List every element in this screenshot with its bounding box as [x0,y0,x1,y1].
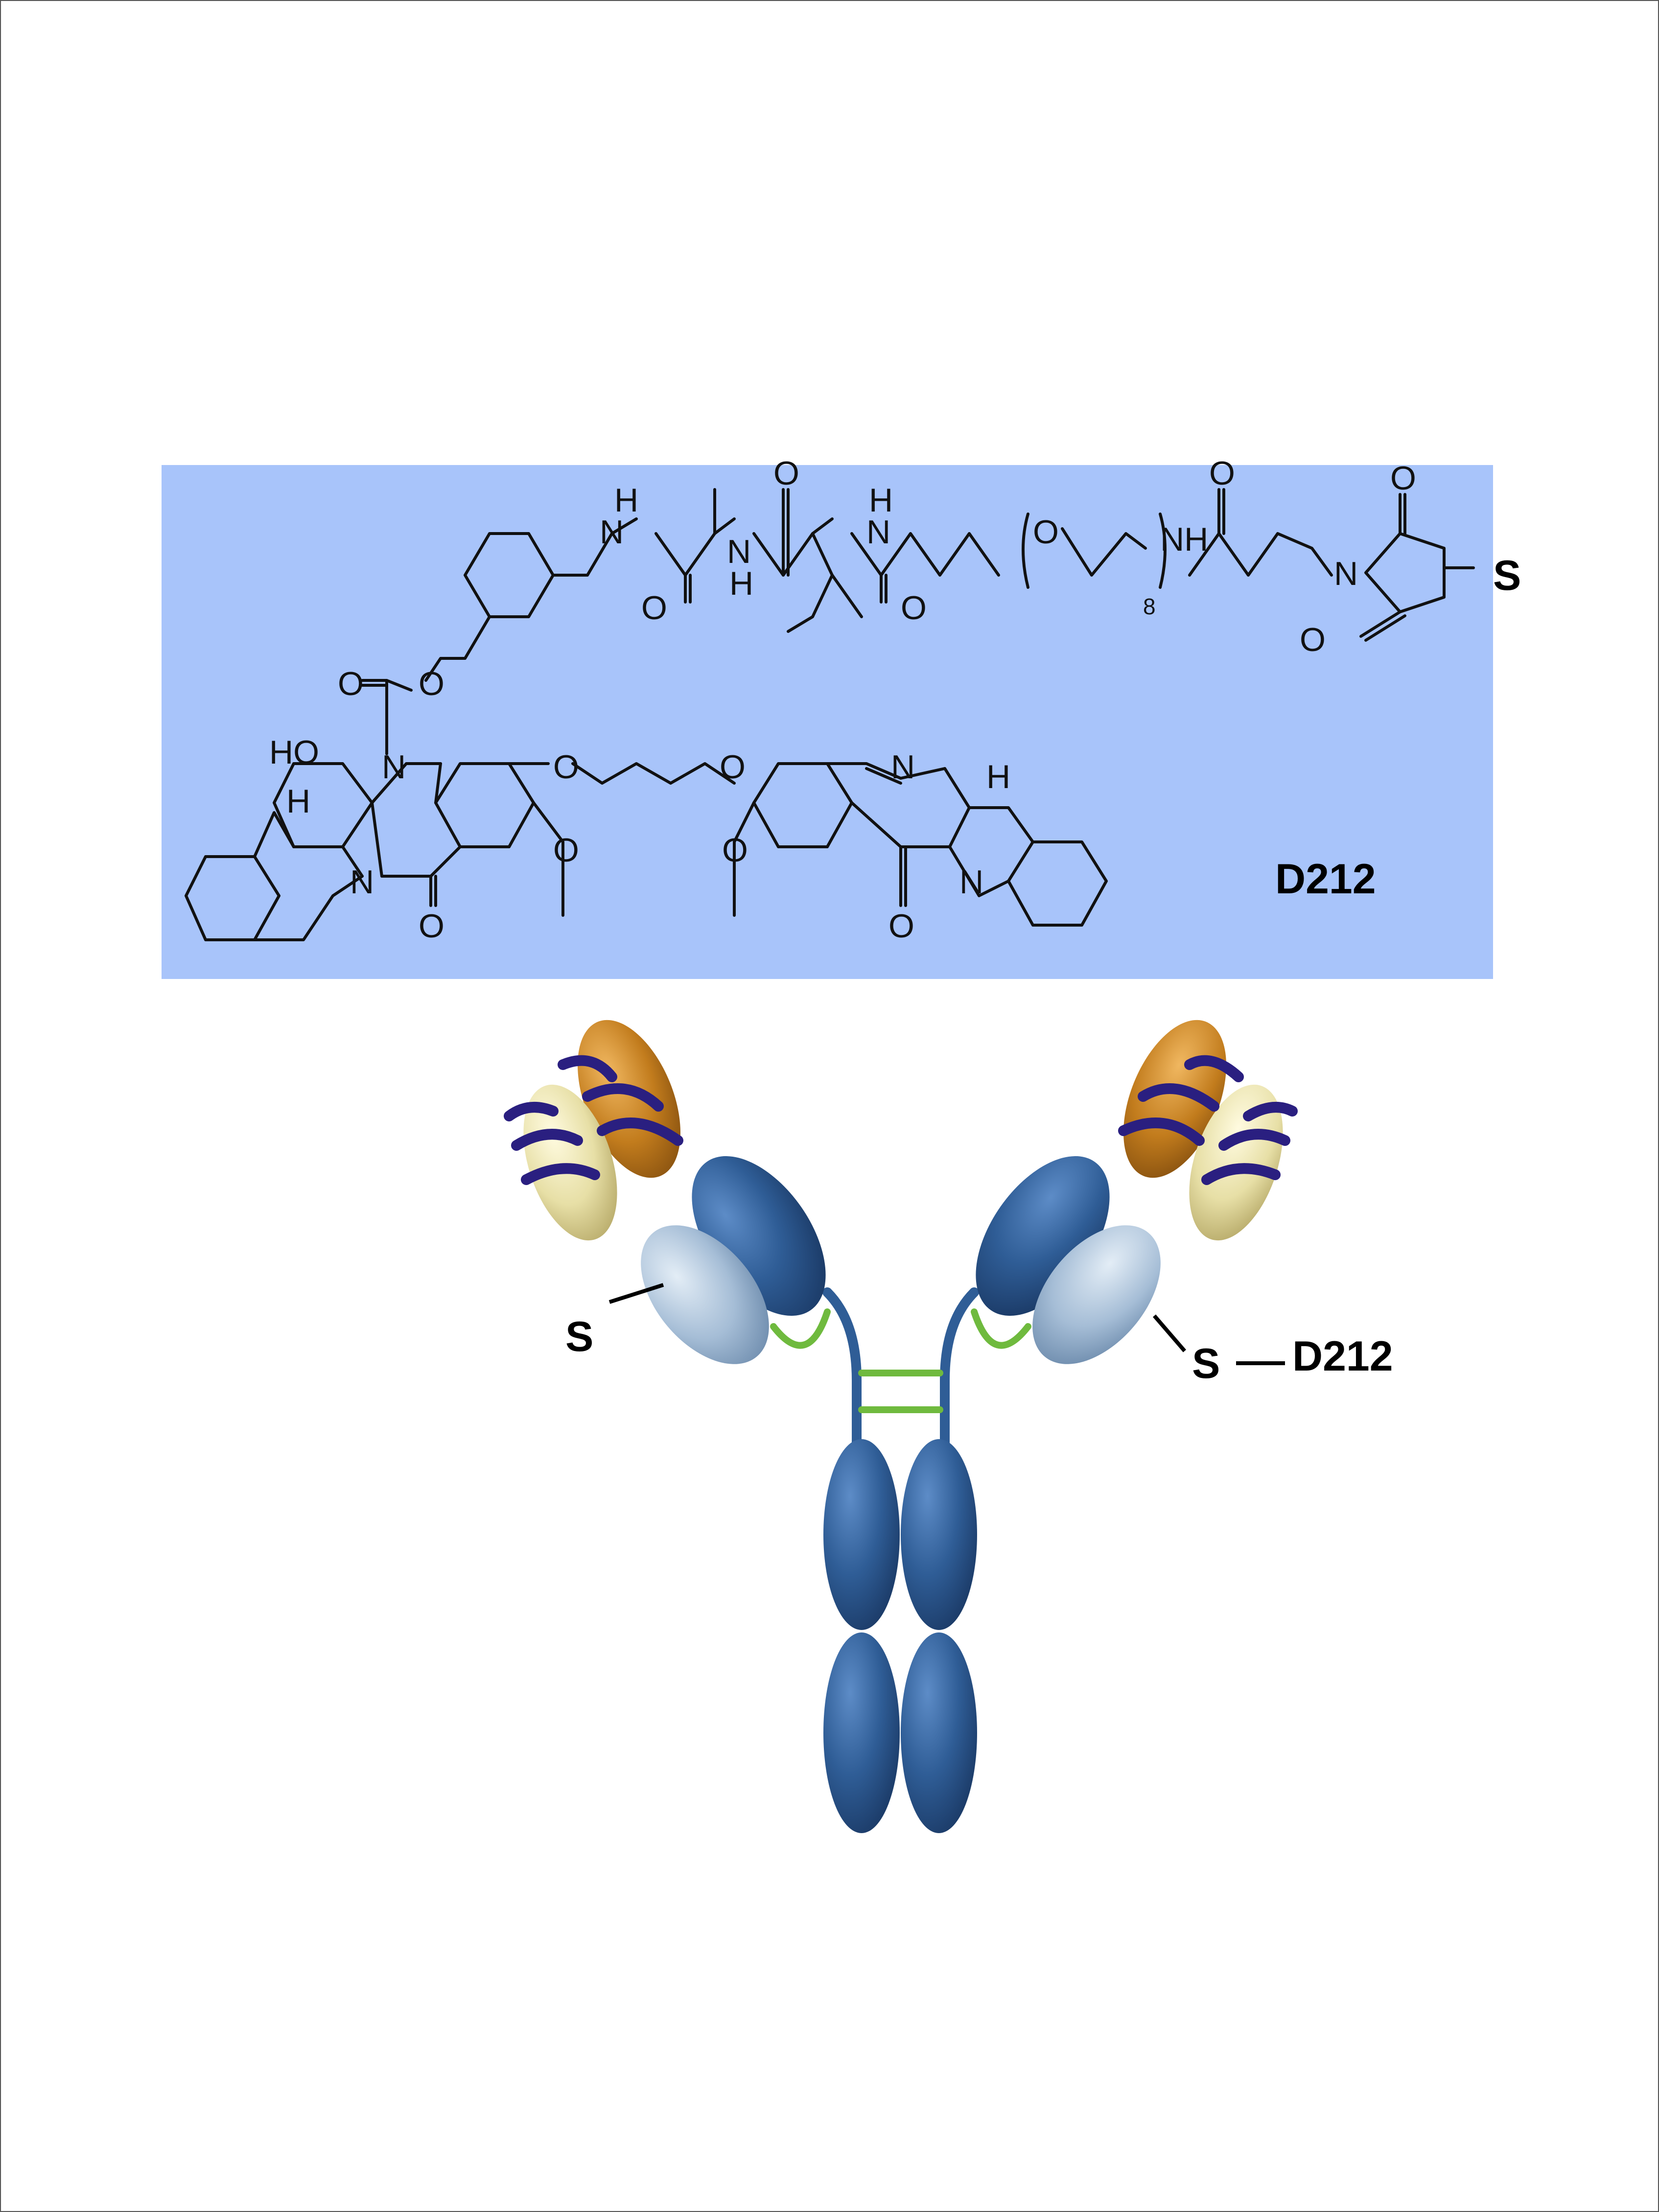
ch2-domain-right [901,1439,977,1630]
cdr-bands-left [504,1055,683,1185]
atom-label: H [614,482,638,519]
right-drug-label: D212 [1292,1333,1393,1380]
atom-label: O [553,832,579,869]
atom-label: O [553,748,579,786]
atom-label: N [727,533,751,570]
atom-label: O [1209,455,1235,492]
fc-region [823,1439,977,1833]
atom-label: N [1334,555,1358,592]
atom-label: O [888,908,914,945]
ch3-domain-right [901,1632,977,1833]
atom-label: N [350,863,374,901]
atom-label: 8 [1143,594,1156,619]
molecule-name-label: D212 [1275,856,1376,903]
atom-label: O [901,589,927,627]
atom-label: N [891,748,915,786]
atom-label: O [1033,513,1059,551]
fab-arm-left [504,1020,826,1364]
cdr-bands-right [1118,1055,1298,1185]
molecule-atoms: H N O N H O H N O O 8 NH O O N O S O O H… [269,455,1521,945]
fab-arm-right [976,1020,1298,1364]
atom-label: N [959,863,983,901]
molecule-background [162,465,1493,979]
molecule-bonds [185,488,1475,941]
atom-label: O [1300,621,1326,658]
cl-domain-left [641,1225,769,1364]
ch3-domain-left [823,1632,900,1833]
atom-label: O [1390,460,1416,497]
atom-label: O [720,748,746,786]
ch2-domain-left [823,1439,900,1630]
attachment-atom-label: S [1493,552,1521,599]
atom-label: H [729,565,753,602]
atom-label: N [600,513,624,551]
atom-label: O [641,589,667,627]
right-sulfur-label: S [1192,1340,1220,1387]
left-sulfur-label: S [565,1313,593,1360]
atom-label: O [338,665,364,702]
molecule-panel: H N O N H O H N O O 8 NH O O N O S O O H… [162,455,1521,979]
atom-label: H [869,482,893,519]
hinge-region [822,1287,979,1454]
atom-label: H [986,758,1010,795]
atom-label: O [419,908,444,945]
conjugation-labels: S S D212 [565,1283,1393,1387]
atom-label: O [722,832,748,869]
atom-label: O [419,665,444,702]
atom-label: HO [269,734,319,771]
atom-label: NH [1160,521,1208,558]
atom-label: O [773,455,799,492]
atom-label: N [866,513,890,551]
antibody: S S D212 [504,1020,1393,1833]
disulfide-bonds [770,1308,1031,1413]
vl-domain-right [1189,1084,1283,1241]
vl-domain-left [523,1084,617,1241]
atom-label: N [382,748,406,786]
cl-domain-right [1032,1225,1161,1364]
atom-label: H [286,783,310,820]
